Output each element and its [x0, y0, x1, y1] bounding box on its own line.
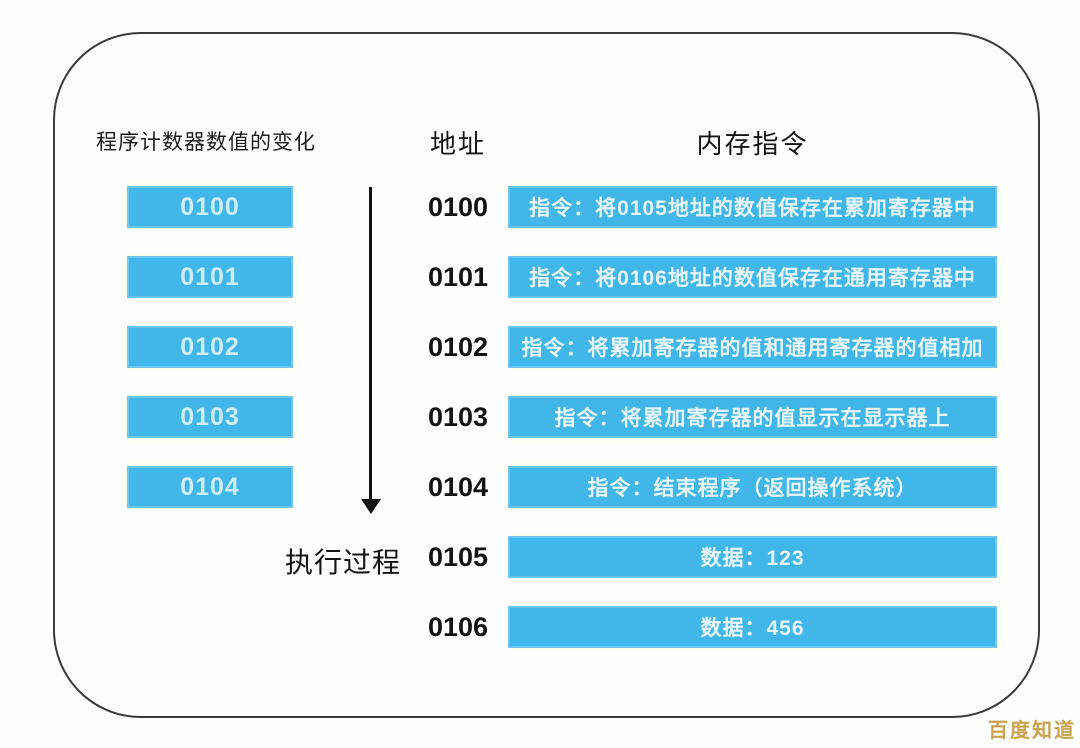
data-box: 数据：123: [508, 536, 997, 578]
data-text: 数据：456: [700, 617, 805, 640]
instruction-text: 指令：结束程序（返回操作系统）: [587, 477, 918, 500]
pc-box-label: 0100: [180, 192, 240, 221]
address-label: 0104: [427, 472, 489, 502]
memory-row-0101: 0101 指令：将0106地址的数值保存在通用寄存器中: [0, 256, 1080, 298]
pc-box-0104: 0104: [127, 466, 293, 508]
pc-box-0102: 0102: [127, 326, 293, 368]
data-box: 数据：456: [508, 606, 997, 648]
execution-process-label: 执行过程: [284, 547, 401, 578]
pc-box-0101: 0101: [127, 256, 293, 298]
data-text: 数据：123: [700, 547, 805, 570]
pc-box-label: 0104: [180, 472, 240, 501]
instruction-text: 指令：将累加寄存器的值和通用寄存器的值相加: [521, 337, 984, 360]
instruction-text: 指令：将0106地址的数值保存在通用寄存器中: [529, 267, 976, 290]
address-label: 0103: [427, 402, 489, 432]
pc-box-label: 0103: [180, 402, 240, 431]
instruction-box: 指令：结束程序（返回操作系统）: [508, 466, 997, 508]
address-label: 0101: [427, 262, 489, 292]
instruction-text: 指令：将0105地址的数值保存在累加寄存器中: [529, 197, 976, 220]
address-label: 0105: [427, 542, 489, 572]
baidu-zhidao-watermark: 百度知道: [988, 720, 1076, 742]
address-label: 0102: [427, 332, 489, 362]
memory-row-0106: 0106 数据：456: [0, 606, 1080, 648]
address-column-header: 地址: [429, 129, 486, 159]
execution-flow-arrow-head: [361, 499, 381, 514]
pc-box-0100: 0100: [127, 186, 293, 228]
execution-flow-arrow-line: [369, 187, 372, 501]
rounded-frame: [53, 32, 1040, 718]
pc-column-title: 程序计数器数值的变化: [96, 131, 316, 154]
memory-row-0104: 0104 指令：结束程序（返回操作系统）: [0, 466, 1080, 508]
memory-row-0102: 0102 指令：将累加寄存器的值和通用寄存器的值相加: [0, 326, 1080, 368]
instruction-text: 指令：将累加寄存器的值显示在显示器上: [554, 407, 951, 430]
memory-row-0103: 0103 指令：将累加寄存器的值显示在显示器上: [0, 396, 1080, 438]
memory-row-0100: 0100 指令：将0105地址的数值保存在累加寄存器中: [0, 186, 1080, 228]
memory-row-0105: 0105 数据：123: [0, 536, 1080, 578]
pc-box-0103: 0103: [127, 396, 293, 438]
instruction-box: 指令：将0106地址的数值保存在通用寄存器中: [508, 256, 997, 298]
instruction-box: 指令：将累加寄存器的值和通用寄存器的值相加: [508, 326, 997, 368]
pc-box-label: 0101: [180, 262, 240, 291]
address-label: 0100: [427, 192, 489, 222]
instruction-box: 指令：将累加寄存器的值显示在显示器上: [508, 396, 997, 438]
pc-box-label: 0102: [180, 332, 240, 361]
address-label: 0106: [427, 612, 489, 642]
instruction-box: 指令：将0105地址的数值保存在累加寄存器中: [508, 186, 997, 228]
memory-instruction-column-header: 内存指令: [696, 129, 809, 159]
